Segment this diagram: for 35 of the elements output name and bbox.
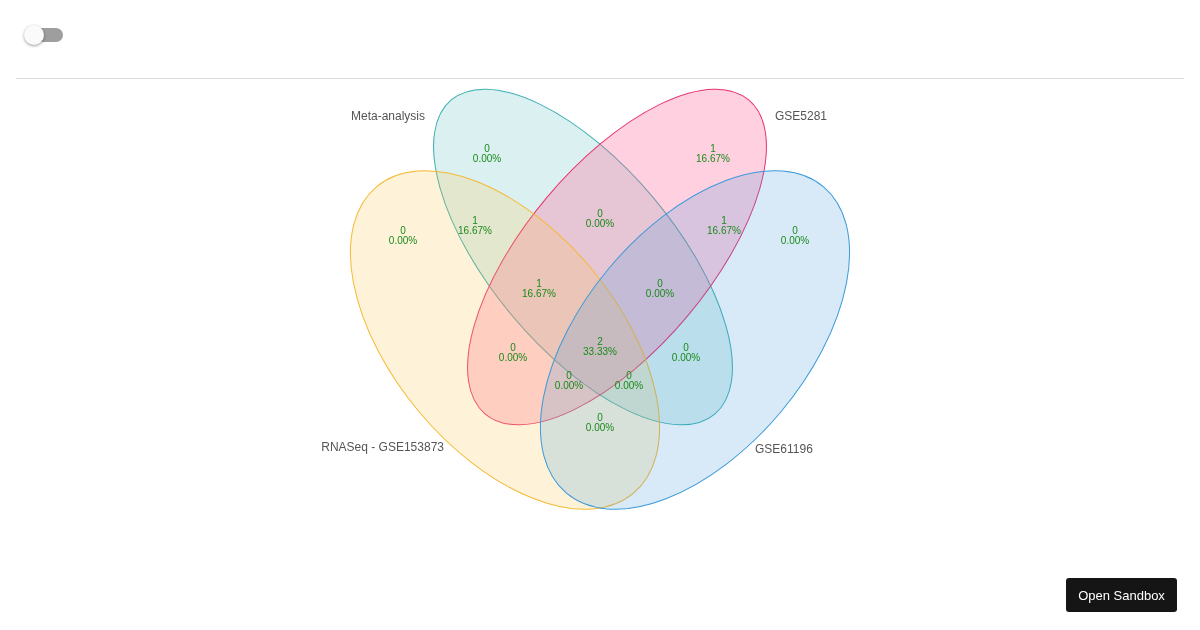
- set-label: GSE61196: [755, 443, 813, 455]
- count-label: 1: [710, 144, 716, 154]
- count-label: 0: [510, 343, 516, 353]
- count-label: 1: [721, 216, 727, 226]
- set-label: GSE5281: [775, 110, 828, 122]
- count-label: 0: [792, 226, 798, 236]
- percent-label: 0.00%: [780, 236, 810, 246]
- percent-label: 0.00%: [671, 353, 701, 363]
- count-label: 0: [626, 371, 632, 381]
- percent-label: 0.00%: [472, 154, 502, 164]
- count-label: 1: [536, 279, 542, 289]
- percent-label: 16.67%: [696, 154, 730, 164]
- count-label: 1: [472, 216, 478, 226]
- percent-label: 0.00%: [585, 423, 615, 433]
- count-label: 2: [597, 337, 603, 347]
- count-label: 0: [597, 209, 603, 219]
- count-label: 0: [597, 413, 603, 423]
- set-label: RNASeq - GSE153873: [321, 441, 444, 453]
- set-label: Meta-analysis: [350, 110, 425, 122]
- percent-label: 0.00%: [388, 236, 418, 246]
- count-label: 0: [566, 371, 572, 381]
- count-label: 0: [484, 144, 490, 154]
- percent-label: 0.00%: [498, 353, 528, 363]
- percent-label: 33.33%: [583, 347, 617, 357]
- percent-label: 0.00%: [585, 219, 615, 229]
- percent-label: 16.67%: [707, 226, 741, 236]
- percent-label: 0.00%: [645, 289, 675, 299]
- percent-label: 0.00%: [614, 381, 644, 391]
- percent-label: 0.00%: [554, 381, 584, 391]
- count-label: 0: [400, 226, 406, 236]
- percent-label: 16.67%: [458, 226, 492, 236]
- open-button: Open Sandbox: [1066, 578, 1177, 612]
- count-label: 0: [683, 343, 689, 353]
- count-label: 0: [657, 279, 663, 289]
- percent-label: 16.67%: [522, 289, 556, 299]
